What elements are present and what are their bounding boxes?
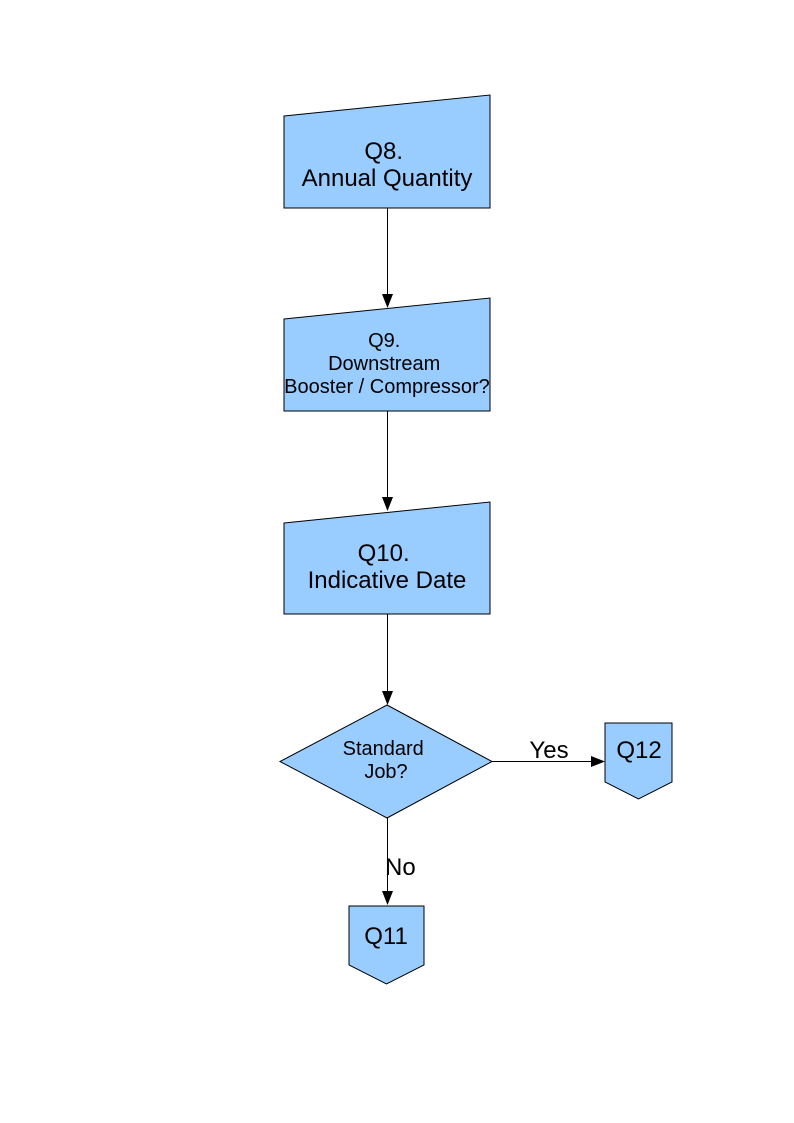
edge-q10-to-decision-arrowhead bbox=[382, 691, 393, 705]
q9-node-shape bbox=[283, 297, 491, 412]
q10-node-shape bbox=[283, 501, 491, 615]
q12-node-shape bbox=[604, 722, 673, 800]
decision-label-line-1: Standard bbox=[343, 738, 424, 760]
q11-node-shape bbox=[348, 905, 425, 985]
q12-node-label: Q12 bbox=[616, 737, 661, 764]
q9-label-line-2: Downstream bbox=[328, 353, 440, 375]
decision-label-line-2: Job? bbox=[364, 761, 407, 783]
q10-node-label: Q10. Indicative Date bbox=[308, 540, 467, 594]
q9-label-line-1: Q9. bbox=[368, 330, 400, 352]
q9-label-line-3: Booster / Compressor? bbox=[284, 376, 490, 398]
q11-node-label: Q11 bbox=[364, 923, 408, 950]
q8-label-line-2: Annual Quantity bbox=[302, 165, 473, 192]
edge-q8-to-q9-arrowhead bbox=[382, 294, 393, 308]
edge-label-no: No bbox=[385, 854, 416, 881]
q8-label-line-1: Q8. bbox=[364, 138, 403, 165]
q8-node-label: Q8. Annual Quantity bbox=[302, 138, 473, 192]
q9-node-label: Q9. Downstream Booster / Compressor? bbox=[284, 330, 490, 398]
q8-node-shape bbox=[283, 94, 491, 209]
decision-node-label: Standard Job? bbox=[343, 738, 430, 783]
edge-label-yes: Yes bbox=[529, 737, 568, 764]
edge-q9-to-q10-arrowhead bbox=[382, 497, 393, 511]
q10-label-line-1: Q10. bbox=[358, 540, 410, 567]
q10-label-line-2: Indicative Date bbox=[308, 567, 467, 594]
edge-decision-to-q12-arrowhead bbox=[591, 756, 605, 767]
edge-decision-to-q11-arrowhead bbox=[382, 891, 393, 905]
